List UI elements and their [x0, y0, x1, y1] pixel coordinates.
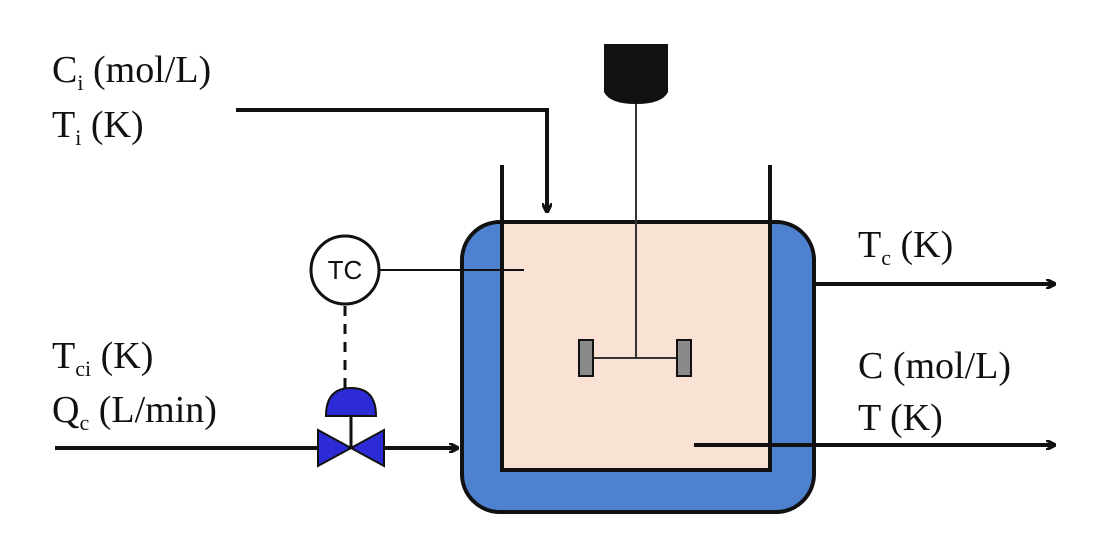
coolant-flow-label: Qc (L/min): [52, 389, 217, 435]
coolant-outlet-temperature-label: Tc (K): [858, 224, 953, 270]
impeller-blade-right: [676, 339, 692, 377]
feed-inlet-line: [236, 108, 547, 212]
controller-label: TC: [328, 255, 363, 285]
outlet-concentration-label: C (mol/L): [858, 345, 1011, 387]
control-valve-bonnet: [324, 386, 378, 417]
impeller-blade-left: [578, 339, 594, 377]
motor-icon: [604, 44, 668, 104]
outlet-temperature-label: T (K): [858, 397, 943, 439]
inlet-concentration-label: Ci (mol/L): [52, 49, 211, 95]
control-valve-body-2: [348, 428, 385, 468]
inlet-temperature-label: Ti (K): [52, 104, 144, 150]
coolant-inlet-temperature-label: Tci (K): [52, 335, 153, 381]
control-valve-body: [317, 428, 354, 468]
